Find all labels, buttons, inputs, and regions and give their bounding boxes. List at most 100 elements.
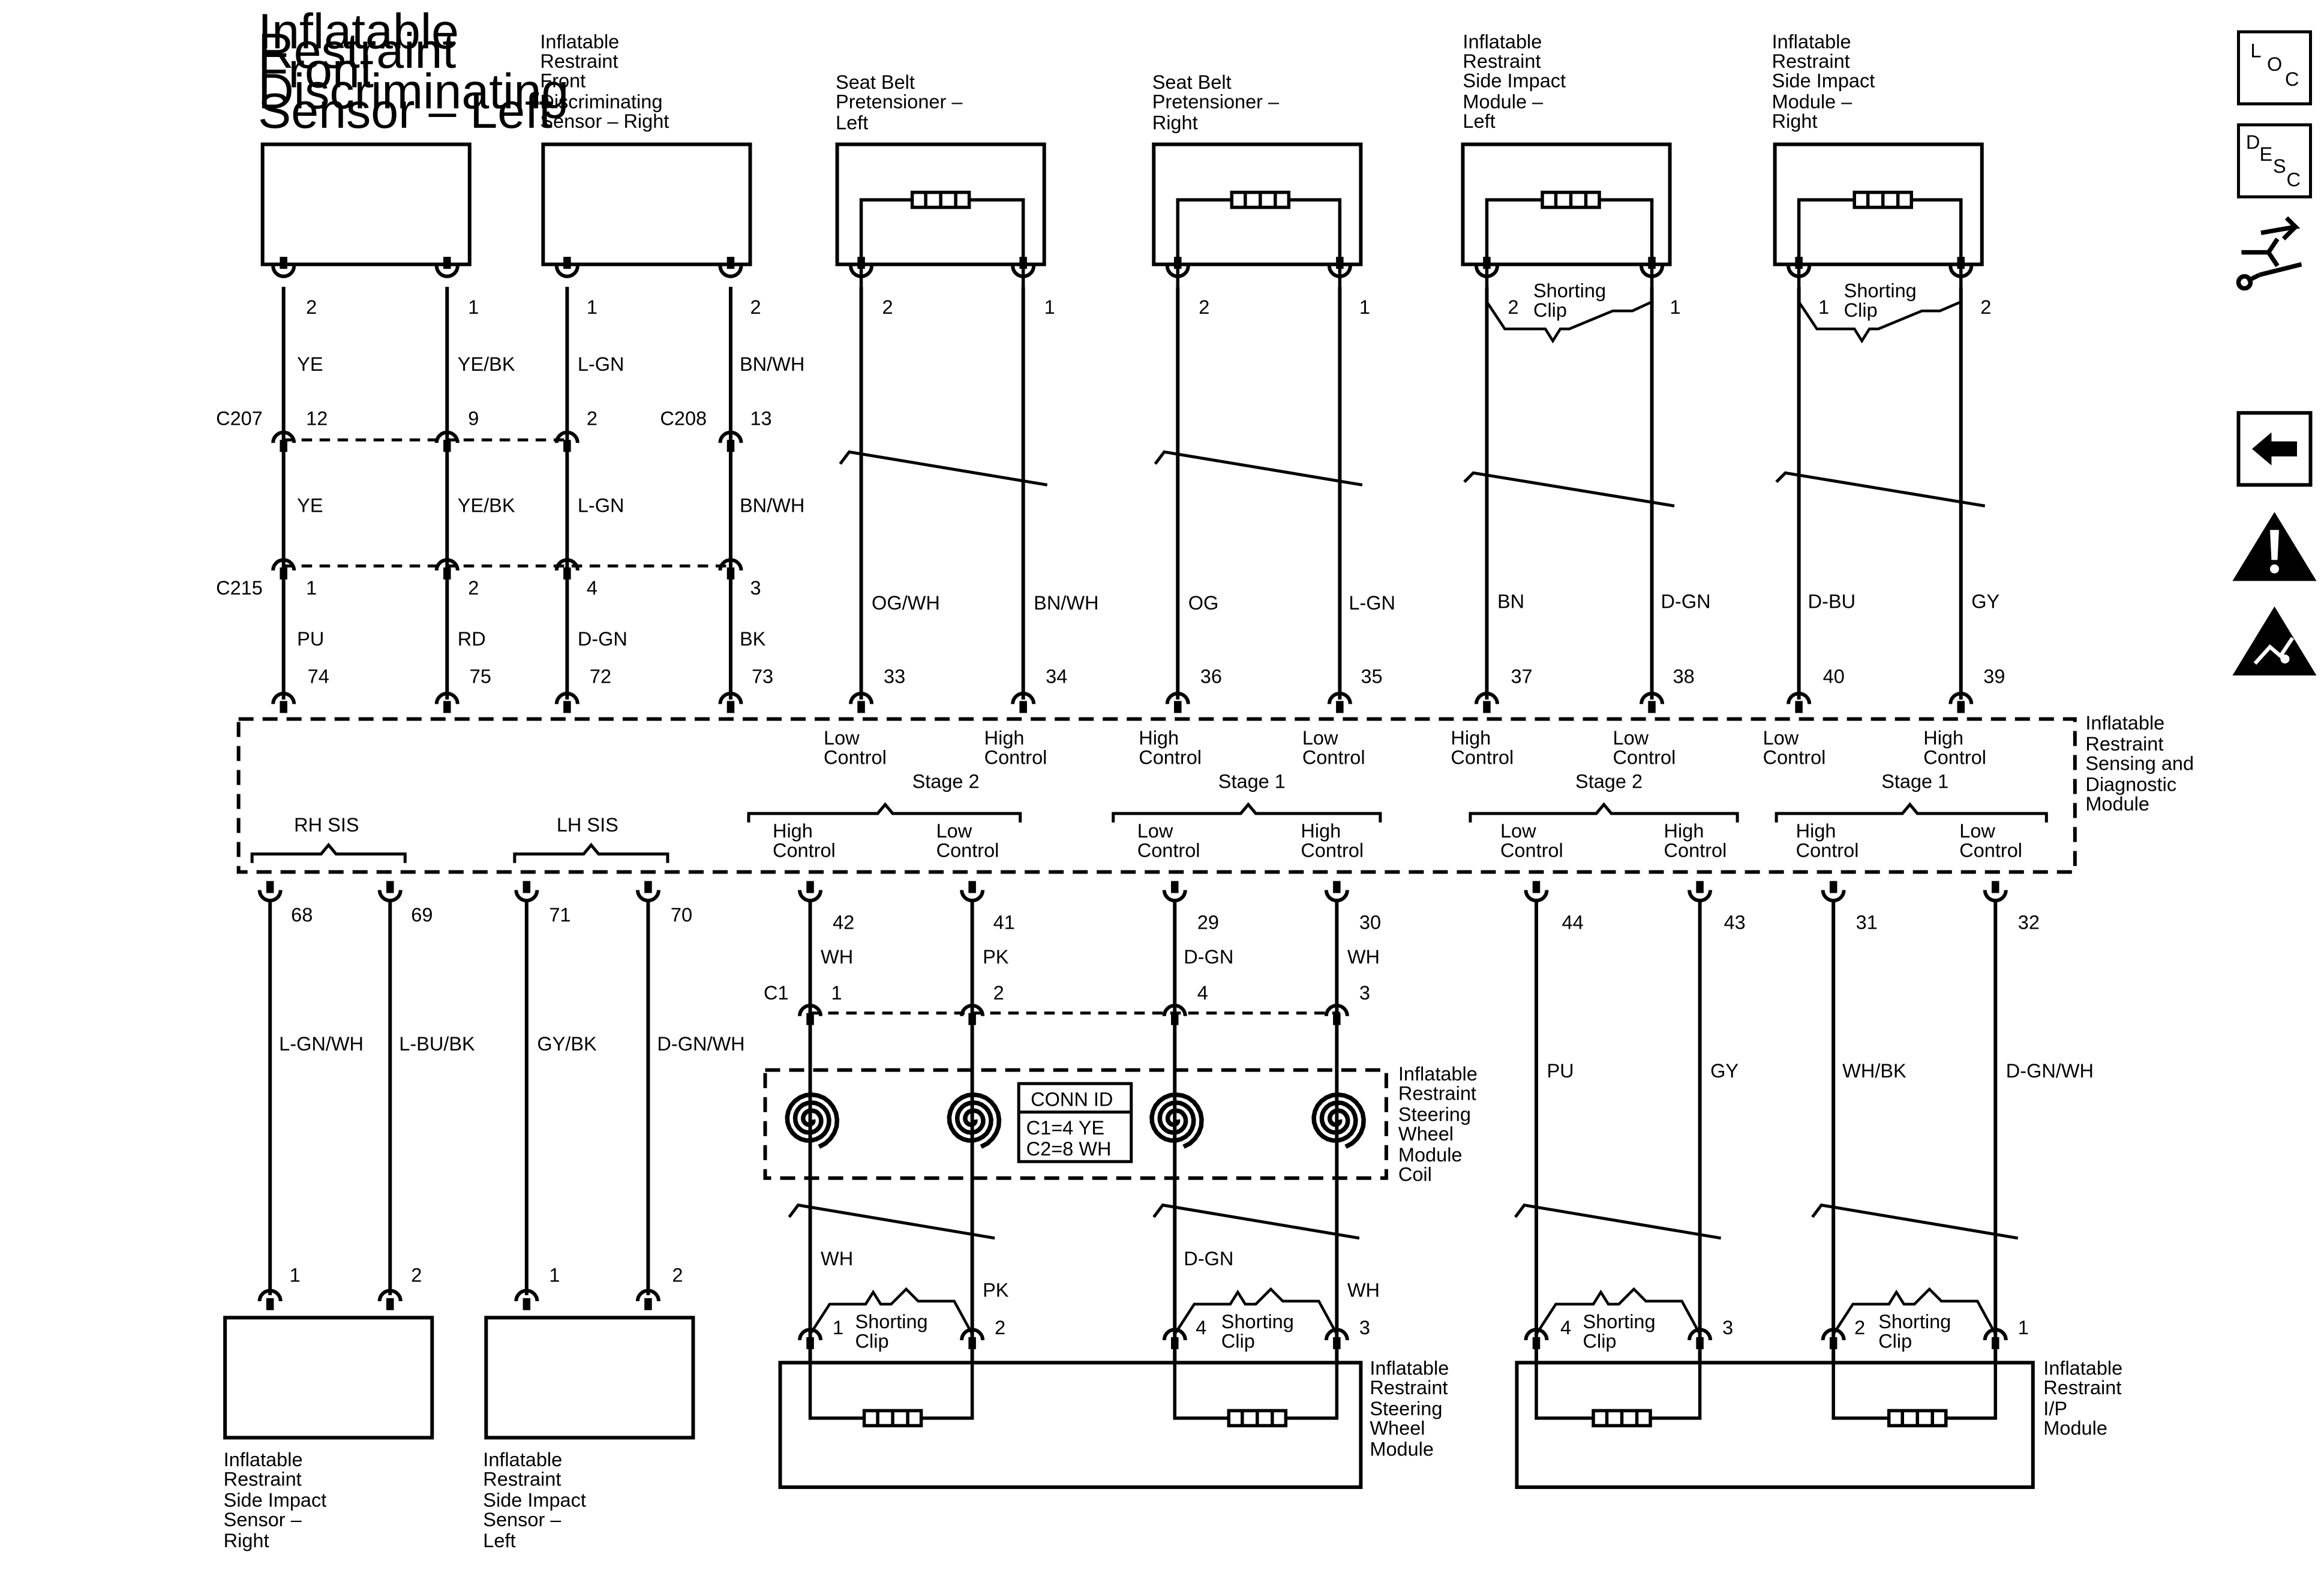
pin-cup [1786, 691, 1812, 704]
svg-text:2: 2 [468, 577, 479, 599]
svg-text:3: 3 [750, 577, 761, 599]
svg-text:YE: YE [297, 494, 323, 516]
svg-text:L-GN: L-GN [578, 353, 624, 375]
pin-stub [563, 440, 571, 452]
svg-text:3: 3 [1359, 982, 1370, 1004]
svg-text:13: 13 [750, 407, 771, 429]
conn-id-text: CONN ID C1=4 YE C2=8 WH [1026, 1089, 1119, 1160]
coil-spiral [1149, 1092, 1204, 1149]
svg-text:BK: BK [740, 628, 766, 650]
svg-text:72: 72 [590, 665, 611, 687]
warning-icon [2232, 512, 2317, 581]
svg-text:Stage 1: Stage 1 [1881, 771, 1948, 792]
desc-icon[interactable]: DESC [2236, 123, 2312, 199]
pin-cup [718, 691, 743, 704]
pin-stub [1333, 881, 1341, 893]
svg-text:30: 30 [1359, 912, 1381, 933]
pin-stub [1957, 701, 1965, 713]
pin-stub [563, 701, 571, 713]
svg-text:L-GN/WH: L-GN/WH [279, 1033, 364, 1055]
back-arrow-icon[interactable] [2236, 411, 2313, 487]
sdm-box [236, 717, 2077, 874]
svg-text:WH: WH [821, 1248, 853, 1269]
pin-cup [257, 890, 283, 903]
twisted-pair-markers-upper [839, 450, 1986, 508]
side-sensor-right-box [223, 1316, 434, 1440]
svg-text:Stage 2: Stage 2 [912, 771, 980, 792]
pin-cup [271, 691, 296, 704]
pin-cup [554, 265, 580, 278]
pin-cup [1948, 691, 1974, 704]
pin-stub [644, 1298, 652, 1310]
svg-text:1: 1 [1818, 296, 1829, 318]
svg-text:BN/WH: BN/WH [740, 494, 804, 516]
pin-cup [1011, 265, 1036, 278]
pin-stub [726, 701, 735, 713]
coil-label: Inflatable Restraint Steering Wheel Modu… [1398, 1063, 1483, 1185]
side-module-left-shorting-clip [1485, 301, 1653, 344]
ip-squibs [1535, 1352, 1998, 1428]
pin-cup [798, 890, 823, 903]
svg-text:1: 1 [468, 296, 479, 318]
pin-stub [1648, 701, 1656, 713]
pin-cup [718, 265, 743, 278]
repair-tools-icon[interactable] [2236, 216, 2302, 291]
svg-text:D-BU: D-BU [1808, 590, 1855, 612]
side-sensor-right-label: Inflatable Restraint Side Impact Sensor … [224, 1449, 332, 1551]
svg-text:D-GN: D-GN [1184, 1248, 1233, 1269]
pin-stub [280, 567, 287, 580]
svg-text:LOC: LOC [2250, 40, 2299, 91]
c215-labels: C215 1 2 4 3 [216, 577, 761, 599]
steering-squibs [808, 1352, 1339, 1428]
svg-text:38: 38 [1673, 665, 1695, 687]
svg-text:D-GN/WH: D-GN/WH [2006, 1060, 2094, 1082]
pin-stub [443, 440, 451, 452]
svg-text:D-GN/WH: D-GN/WH [657, 1033, 744, 1055]
upper-pin-labels: 2 1 1 2 2 1 2 1 2 1 1 2 [306, 296, 1991, 318]
pretensioner-left-label: Seat Belt Pretensioner – Left [836, 71, 968, 134]
svg-text:L-GN: L-GN [578, 494, 624, 516]
svg-text:PK: PK [983, 1279, 1009, 1301]
pin-cup [1688, 890, 1713, 903]
pin-stub [280, 701, 287, 713]
side-module-right-shorting-clip [1797, 301, 1962, 344]
steering-wheel-module-label: Inflatable Restraint Steering Wheel Modu… [1370, 1357, 1454, 1460]
twisted-pair-markers-lower [788, 1203, 2019, 1240]
svg-text:WH/BK: WH/BK [1842, 1060, 1906, 1082]
pin-stub [280, 440, 287, 452]
loc-icon[interactable]: LOC [2236, 30, 2312, 106]
pin-cup [1011, 691, 1036, 704]
pin-stub [443, 567, 451, 580]
svg-text:32: 32 [2018, 912, 2040, 933]
svg-text:2: 2 [672, 1264, 683, 1286]
connector-pins [257, 257, 2008, 1349]
pin-stub [266, 881, 274, 893]
pin-cup [1786, 265, 1812, 278]
svg-text:40: 40 [1823, 665, 1845, 687]
svg-text:1: 1 [290, 1264, 301, 1286]
pin-stub [563, 567, 571, 580]
svg-text:2: 2 [1508, 296, 1518, 318]
svg-text:2: 2 [411, 1264, 422, 1286]
svg-text:37: 37 [1511, 665, 1532, 687]
svg-text:4: 4 [1560, 1317, 1571, 1338]
c207-label: C207 [216, 407, 263, 429]
front-sensor-right-label: Inflatable Restraint Front Discriminatin… [540, 31, 669, 133]
svg-text:BN/WH: BN/WH [740, 353, 804, 375]
svg-text:RD: RD [458, 628, 486, 650]
svg-text:4: 4 [587, 577, 597, 599]
svg-text:35: 35 [1361, 665, 1382, 687]
connector-dash-lines [283, 438, 1340, 1015]
svg-text:69: 69 [411, 904, 433, 926]
svg-text:1: 1 [831, 982, 842, 1004]
